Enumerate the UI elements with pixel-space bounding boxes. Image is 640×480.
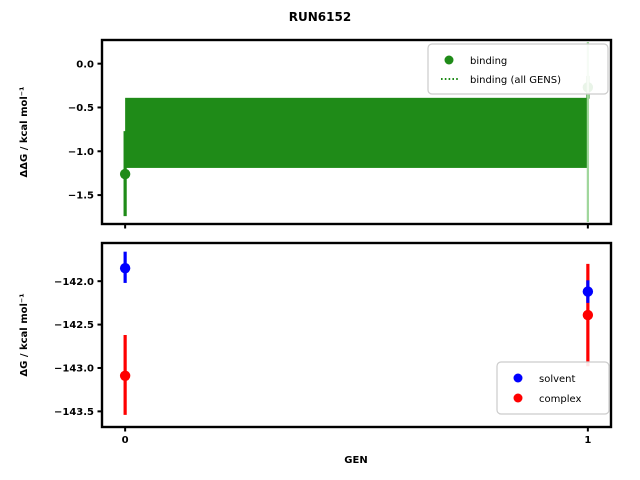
legend-solvent-label: solvent <box>539 374 576 385</box>
binding-all-gens-band <box>125 97 588 168</box>
legend-binding-all-gens-label: binding (all GENS) <box>470 75 561 86</box>
y-tick-label: −142.5 <box>54 320 94 331</box>
top-panel-delta-delta-g: 0.0 −0.5 −1.0 −1.5 ΔΔG / kcal mol⁻¹ binding… <box>19 38 613 229</box>
y-tick-label: −143.5 <box>54 407 94 418</box>
legend-complex-label: complex <box>539 394 581 405</box>
top-legend[interactable]: binding binding (all GENS) <box>427 43 609 95</box>
legend-binding-label: binding <box>470 56 507 67</box>
legend-complex-marker-icon <box>513 393 523 403</box>
top-x-tick-group <box>124 224 589 229</box>
y-tick-label: −1.0 <box>68 147 94 158</box>
y-tick-label: −0.5 <box>68 103 94 114</box>
y-tick-label: −142.0 <box>54 277 94 288</box>
bottom-y-tick-group: −142.0 −142.5 −143.0 −143.5 <box>54 277 102 418</box>
top-y-axis-label: ΔΔG / kcal mol⁻¹ <box>19 87 30 178</box>
y-tick-label: −143.0 <box>54 364 94 375</box>
x-axis-label: GEN <box>344 455 367 466</box>
bottom-y-axis-label: ΔG / kcal mol⁻¹ <box>19 293 30 376</box>
top-y-tick-group: 0.0 −0.5 −1.0 −1.5 <box>68 59 102 202</box>
top-axes-frame <box>100 38 613 226</box>
solvent-complex-series <box>119 251 594 415</box>
solvent-datapoint[interactable] <box>582 286 594 297</box>
y-tick-label: −1.5 <box>68 191 94 202</box>
solvent-datapoint[interactable] <box>119 262 131 274</box>
figure-title: RUN6152 <box>289 10 351 24</box>
x-tick-label: 0 <box>122 435 129 446</box>
legend-binding-marker-icon <box>444 55 454 65</box>
top-legend-box <box>427 43 609 95</box>
complex-datapoint[interactable] <box>582 309 594 321</box>
complex-datapoint[interactable] <box>119 370 131 381</box>
y-tick-label: 0.0 <box>76 59 94 70</box>
bottom-legend[interactable]: solvent complex <box>496 361 610 415</box>
binding-all-gens-confidence-band <box>125 97 588 168</box>
bottom-legend-box <box>496 361 610 415</box>
binding-datapoint[interactable] <box>119 168 131 180</box>
legend-solvent-marker-icon <box>513 373 523 383</box>
x-tick-label: 1 <box>584 435 591 446</box>
bottom-axes-frame <box>100 241 613 429</box>
